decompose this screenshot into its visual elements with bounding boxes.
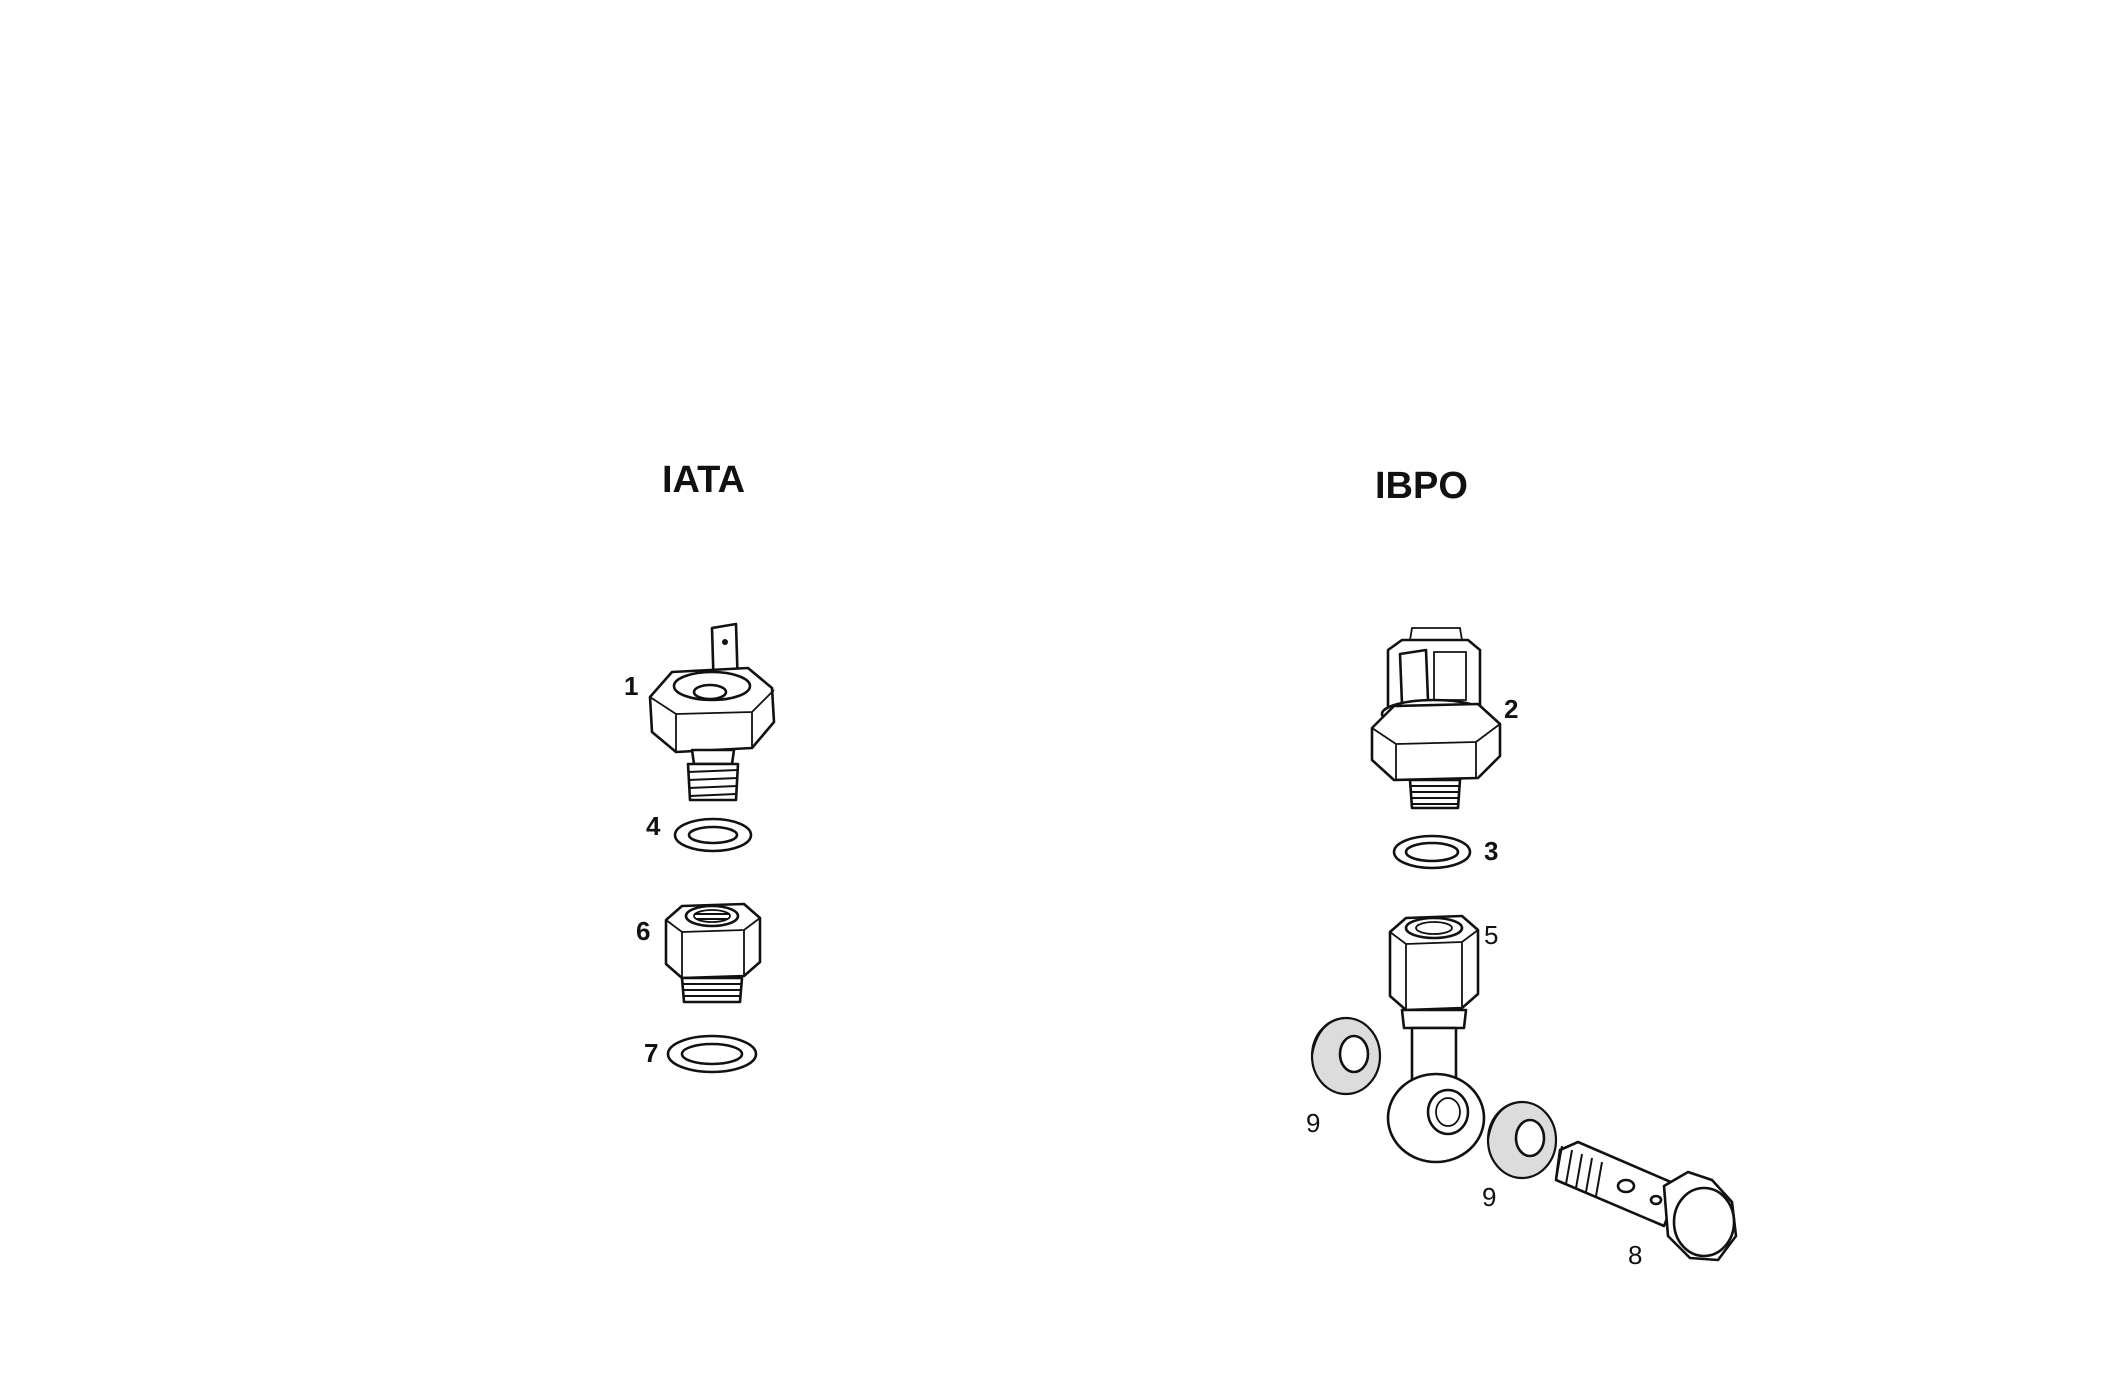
callout-8: 8 xyxy=(1628,1240,1642,1270)
sealing-washer-icon xyxy=(666,1034,758,1074)
callout-9-right: 9 xyxy=(1482,1182,1496,1212)
banjo-washer-icon xyxy=(1486,1100,1558,1180)
callout-1: 1 xyxy=(624,671,638,701)
callout-5: 5 xyxy=(1484,920,1498,950)
pressure-switch-connector-icon xyxy=(1370,627,1502,810)
banjo-washer-icon xyxy=(1310,1016,1382,1096)
sealing-washer-icon xyxy=(1392,834,1472,870)
pressure-switch-single-terminal-icon xyxy=(648,622,776,802)
group-title-iata: IATA xyxy=(662,459,745,501)
group-title-ibpo: IBPO xyxy=(1375,465,1468,507)
callout-7: 7 xyxy=(644,1038,658,1068)
callout-2: 2 xyxy=(1504,694,1518,724)
callout-3: 3 xyxy=(1484,836,1498,866)
sealing-washer-icon xyxy=(673,817,753,853)
adapter-nut-icon xyxy=(664,902,762,1004)
callout-6: 6 xyxy=(636,916,650,946)
banjo-fitting-icon xyxy=(1386,914,1486,1164)
banjo-bolt-icon xyxy=(1554,1140,1738,1262)
callout-9-left: 9 xyxy=(1306,1108,1320,1138)
callout-4: 4 xyxy=(646,811,661,841)
